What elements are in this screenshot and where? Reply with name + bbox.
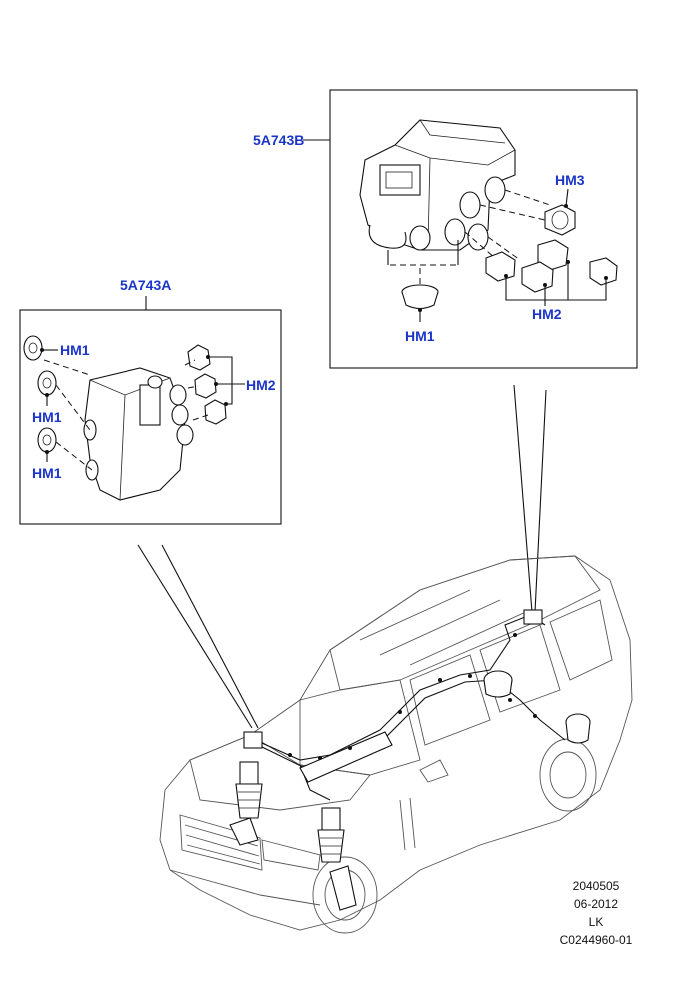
grommet-hm1-a-middle [37,370,57,396]
vehicle-outline [159,555,633,934]
air-suspension-system [229,609,591,911]
grommet-hm1-a-top [23,335,43,361]
leader-lines [137,384,547,729]
footer-line-3: LK [589,915,604,929]
callout-hm3: HM3 [555,172,585,188]
air-reservoir [299,731,393,783]
grommet-hm1-a-bottom [37,427,57,453]
callout-hm1-b: HM1 [405,328,435,344]
valve-block-a [83,367,194,501]
callout-5a743a: 5A743A [120,277,171,293]
rear-left-air-spring [483,670,513,698]
fitting-hm3 [544,204,576,236]
callout-hm1-a-middle: HM1 [32,409,62,425]
front-right-air-strut [317,807,357,911]
valve-block-a-installed [243,731,263,749]
detail-box-5a743b [303,89,638,369]
callout-5a743b: 5A743B [253,132,304,148]
front-left-air-strut [229,761,263,846]
callout-hm1-a-top: HM1 [60,342,90,358]
footer-line-2: 06-2012 [574,897,618,911]
detail-box-5a743a [19,296,282,525]
valve-block-b [359,119,516,251]
callout-hm1-a-bottom: HM1 [32,465,62,481]
valve-block-b-installed [523,609,543,625]
footer-line-4: C0244960-01 [560,933,633,947]
grommet-hm1-b [401,284,439,310]
callout-hm2-a: HM2 [246,377,276,393]
drawing-reference: 2040505 06-2012 LK C0244960-01 [560,879,633,947]
footer-line-1: 2040505 [573,879,620,893]
rear-right-air-spring [565,713,591,744]
callout-hm2-b: HM2 [532,306,562,322]
fitting-hm2-a-group [187,344,227,425]
